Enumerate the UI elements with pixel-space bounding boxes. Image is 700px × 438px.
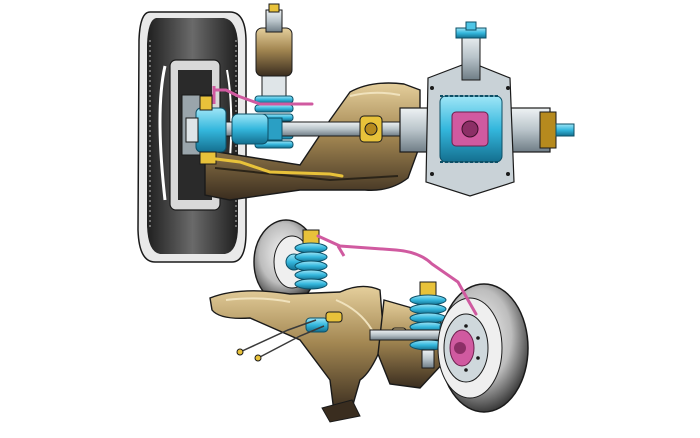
drive-shaft: [209, 113, 461, 145]
damper-top-mount: [255, 3, 293, 99]
left-coil-spring: [294, 229, 328, 290]
differential-housing: [399, 21, 575, 197]
rear-subframe: [209, 285, 447, 423]
lower-perspective-view: [209, 219, 529, 423]
brake-line-perspective: [316, 234, 478, 316]
handbrake-cables-perspective: [236, 319, 325, 362]
brake-line-top: [212, 88, 314, 106]
handbrake-cable-top: [206, 156, 344, 178]
right-wheel-perspective: [437, 283, 529, 413]
top-cutaway-view: [137, 3, 575, 263]
